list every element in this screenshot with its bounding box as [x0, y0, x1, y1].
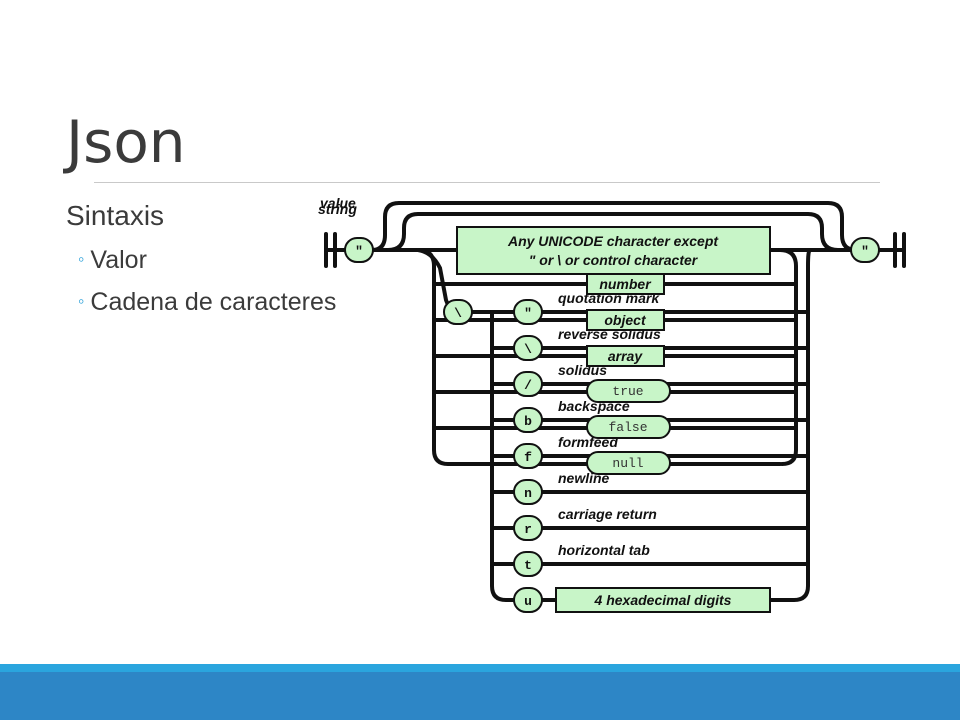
open-quote-text: " [355, 244, 363, 259]
backslash-node [443, 299, 473, 325]
escape-node-t [513, 551, 543, 577]
bullet-cadena: ◦Cadena de caracteres [78, 288, 336, 317]
bullet-valor-text: Valor [90, 246, 147, 274]
object-label: object [604, 312, 647, 328]
escape-bus-right [768, 248, 812, 602]
unicode-box-line1: Any UNICODE character except [507, 233, 719, 249]
escape-char-r: r [524, 522, 532, 537]
number-box [586, 273, 665, 295]
label-backspace: backspace [558, 398, 630, 414]
label-horizontal-tab: horizontal tab [558, 542, 650, 558]
string-label: string [318, 201, 357, 217]
outer-loop [370, 201, 858, 252]
value-label: value [320, 195, 356, 211]
slide-title: Json [66, 108, 186, 176]
escape-labels: quotation mark reverse solidus solidus b… [558, 290, 661, 558]
escape-char-solidus: / [524, 378, 532, 393]
false-node [586, 415, 671, 439]
escape-node-n [513, 479, 543, 505]
escape-char-quote: " [524, 306, 532, 321]
title-divider [94, 182, 880, 183]
bullet-ring-icon: ◦ [78, 291, 85, 311]
label-quotation-mark: quotation mark [558, 290, 660, 306]
hex-digits-label: 4 hexadecimal digits [594, 592, 732, 608]
label-carriage-return: carriage return [558, 506, 657, 522]
array-box [586, 345, 665, 367]
footer-accent-strip [0, 664, 960, 672]
null-node [586, 451, 671, 475]
label-reverse-solidus: reverse solidus [558, 326, 661, 342]
label-solidus: solidus [558, 362, 607, 378]
true-node [586, 379, 671, 403]
escape-node-r [513, 515, 543, 541]
hex-digits-box [555, 587, 771, 613]
escape-char-n: n [524, 486, 532, 501]
escape-node-solidus [513, 371, 543, 397]
escape-node-f [513, 443, 543, 469]
bullet-cadena-text: Cadena de caracteres [90, 288, 337, 316]
null-label: null [612, 456, 643, 471]
true-label: true [612, 384, 643, 399]
label-formfeed: formfeed [558, 434, 618, 450]
false-label: false [608, 420, 647, 435]
escape-bus-left [490, 310, 516, 602]
escape-char-b: b [524, 414, 532, 429]
escape-char-u: u [524, 594, 532, 609]
label-newline: newline [558, 470, 610, 486]
escape-char-f: f [524, 450, 532, 465]
escape-node-backslash [513, 335, 543, 361]
array-label: array [608, 348, 643, 364]
close-quote-text: " [861, 244, 869, 259]
object-box [586, 309, 665, 331]
escape-char-t: t [524, 558, 532, 573]
bullet-ring-icon: ◦ [78, 249, 85, 269]
escape-node-b [513, 407, 543, 433]
number-label: number [599, 276, 652, 292]
open-quote-node [344, 237, 374, 263]
footer-bar [0, 672, 960, 720]
escape-node-u [513, 587, 543, 613]
bullet-valor: ◦Valor [78, 246, 147, 275]
unicode-box [456, 226, 771, 275]
escape-nodes: " \ / b f n r t u [513, 299, 543, 613]
close-quote-node [850, 237, 880, 263]
unicode-box-line2: " or \ or control character [529, 252, 699, 268]
diagram-tracks [324, 201, 906, 602]
backslash-text: \ [454, 306, 462, 321]
escape-char-backslash: \ [524, 342, 532, 357]
inner-loop [386, 212, 840, 252]
bullet-sintaxis: Sintaxis [66, 200, 165, 231]
escape-node-quote [513, 299, 543, 325]
